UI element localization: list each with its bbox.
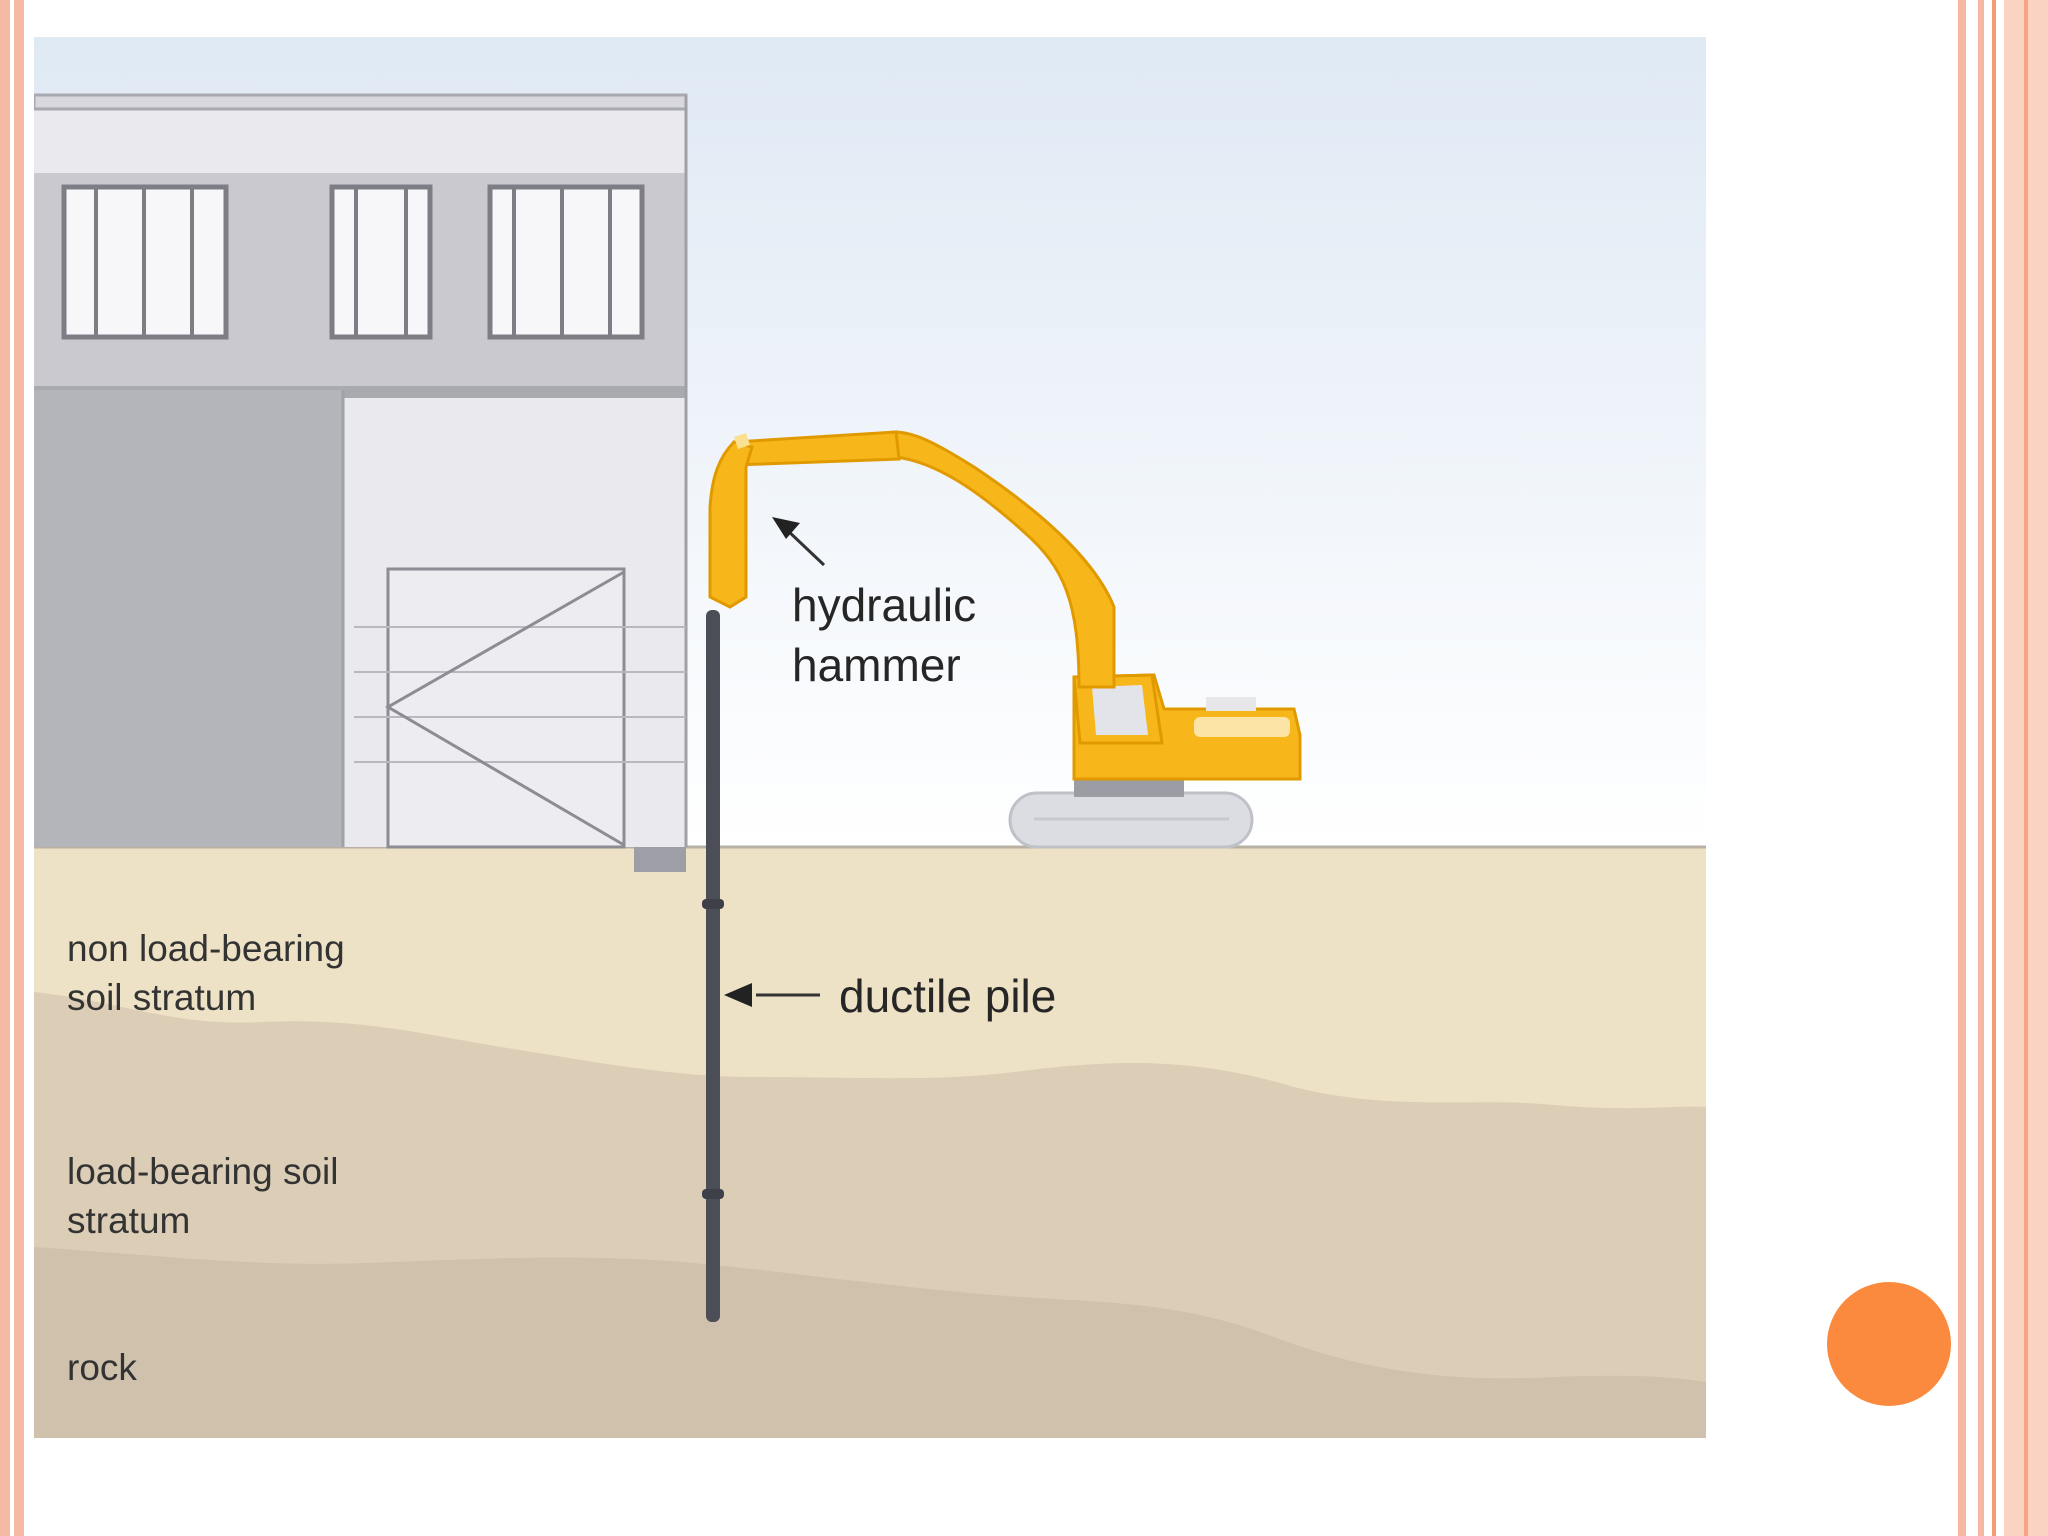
hydraulic-hammer-label-line2: hammer xyxy=(792,639,961,691)
hydraulic-hammer-arrow xyxy=(772,517,826,567)
non-load-bearing-label-line1: non load-bearing xyxy=(67,928,345,969)
non-load-bearing-label-line2: soil stratum xyxy=(67,977,257,1018)
non-load-bearing-label: non load-bearing soil stratum xyxy=(67,924,345,1022)
building-door xyxy=(354,567,686,849)
slide-right-border-line-3 xyxy=(1992,0,1996,1536)
load-bearing-label-line2: stratum xyxy=(67,1200,191,1241)
rock-stratum xyxy=(34,1247,1706,1438)
hydraulic-hammer-label-line1: hydraulic xyxy=(792,579,977,631)
building xyxy=(34,93,688,872)
ductile-pile-arrow xyxy=(724,983,820,1007)
diagram-illustration xyxy=(34,37,1706,1438)
slide-left-border-gap xyxy=(10,0,14,1536)
load-bearing-label: load-bearing soil stratum xyxy=(67,1147,339,1245)
load-bearing-label-line1: load-bearing soil xyxy=(67,1151,339,1192)
ductile-pile xyxy=(702,610,724,1322)
hydraulic-hammer-label: hydraulic hammer xyxy=(792,575,976,695)
slide-right-border-line-4 xyxy=(2024,0,2028,1536)
excavator xyxy=(708,430,1302,849)
rock-label: rock xyxy=(67,1347,137,1388)
building-footing xyxy=(634,847,686,872)
ductile-pile-label: ductile pile xyxy=(839,970,1057,1022)
slide-right-border-line-2 xyxy=(1978,0,1984,1536)
building-windows xyxy=(61,184,645,340)
pile-driving-diagram: hydraulic hammer ductile pile non load-b… xyxy=(34,37,1706,1438)
slide-right-border-line-1 xyxy=(1958,0,1966,1536)
slide-accent-dot xyxy=(1827,1282,1951,1406)
